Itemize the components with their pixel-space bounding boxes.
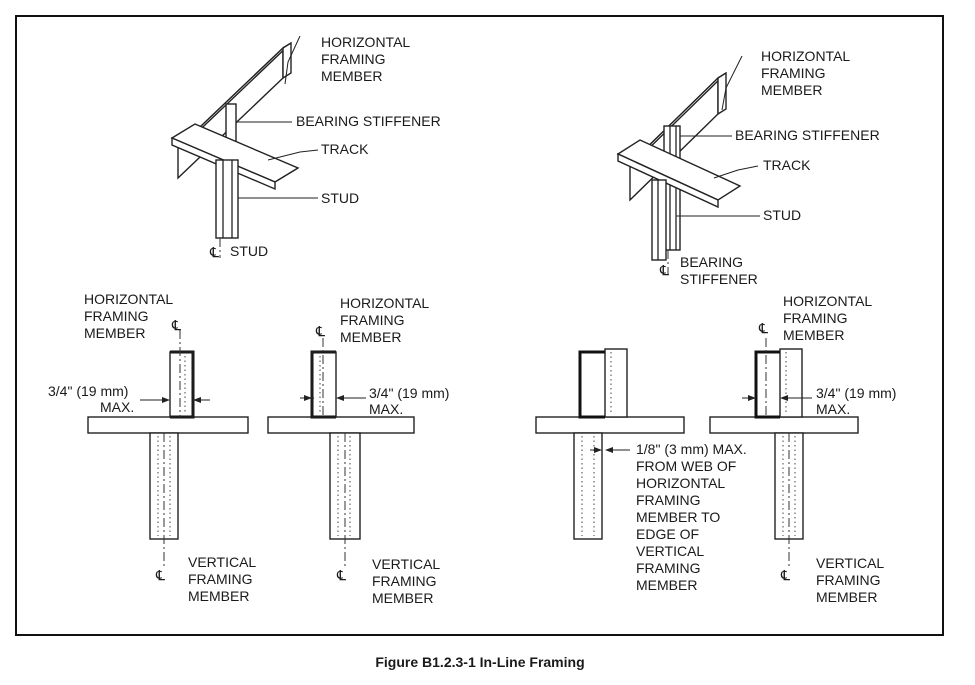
label-dimension-1: 3/4" (19 mm) [369,385,449,401]
label-horizontal-member-3: MEMBER [340,329,401,345]
label-vertical-member-1: VERTICAL [816,555,884,571]
stud-body [215,159,239,239]
section-3-labels: 1/8" (3 mm) MAX. FROM WEB OF HORIZONTAL … [636,441,747,593]
iso-left-labels: HORIZONTAL FRAMING MEMBER BEARING STIFFE… [209,34,441,260]
centerline-symbol: ℄ [155,567,165,583]
section-4-labels: HORIZONTAL FRAMING MEMBER ℄ 3/4" (19 mm)… [758,293,896,605]
iso-right-labels: HORIZONTAL FRAMING MEMBER BEARING STIFFE… [659,48,880,287]
section-3-drawing [535,348,685,540]
figure-frame [15,15,944,636]
label-horizontal-member-3: MEMBER [84,325,145,341]
stud-body [651,179,667,261]
label-stud: STUD [321,190,359,206]
plate [535,416,685,434]
plate [87,416,249,434]
centerline-symbol: ℄ [659,262,669,278]
horizontal-member-end [282,41,292,80]
note-line-9: MEMBER [636,577,697,593]
centerline-symbol: ℄ [171,317,181,333]
label-cl-bearing-stiffener-1: BEARING [680,254,743,270]
label-dimension-2: MAX. [369,401,403,417]
label-horizontal-member-1: HORIZONTAL [761,48,850,64]
horizontal-member-c [310,350,336,419]
horizontal-member-c [170,350,195,419]
label-horizontal-member-3: MEMBER [321,68,382,84]
section-2-drawing [267,338,415,566]
note-line-8: FRAMING [636,560,701,576]
centerline-symbol: ℄ [336,567,346,583]
label-horizontal-member-3: MEMBER [761,82,822,98]
label-dimension-1: 3/4" (19 mm) [816,385,896,401]
label-horizontal-member-1: HORIZONTAL [321,34,410,50]
plate [267,416,415,434]
label-dimension-2: MAX. [100,399,134,415]
horizontal-member-c [578,350,605,419]
stiffener-upright [779,348,803,418]
label-bearing-stiffener: BEARING STIFFENER [735,127,880,143]
label-horizontal-member-2: FRAMING [340,312,405,328]
section-2-labels: HORIZONTAL FRAMING MEMBER ℄ 3/4" (19 mm)… [315,295,449,606]
label-track: TRACK [763,157,811,173]
label-vertical-member-2: FRAMING [816,572,881,588]
note-line-2: FROM WEB OF [636,458,736,474]
iso-left-drawing [170,35,319,258]
centerline-symbol: ℄ [209,244,219,260]
label-horizontal-member-2: FRAMING [321,51,386,67]
label-horizontal-member-3: MEMBER [783,327,844,343]
centerline-symbol: ℄ [758,320,768,336]
label-track: TRACK [321,141,369,157]
label-vertical-member-1: VERTICAL [372,556,440,572]
centerline-symbol: ℄ [315,323,325,339]
label-dimension-2: MAX. [816,401,850,417]
label-horizontal-member-2: FRAMING [84,308,149,324]
horizontal-member-end [717,71,727,116]
plate [709,416,859,434]
track-web [617,152,719,209]
note-line-4: FRAMING [636,492,701,508]
stiffener-upright [604,348,628,418]
label-dimension-1: 3/4" (19 mm) [48,383,128,399]
label-stud: STUD [763,207,801,223]
iso-right-drawing [616,55,760,274]
figure-caption: Figure B1.2.3-1 In-Line Framing [375,654,584,670]
label-vertical-member-3: MEMBER [816,589,877,605]
note-line-7: VERTICAL [636,543,704,559]
label-cl-bearing-stiffener-2: STIFFENER [680,271,758,287]
label-vertical-member-2: FRAMING [372,573,437,589]
section-4-drawing [709,338,859,566]
label-vertical-member-3: MEMBER [372,590,433,606]
label-horizontal-member-2: FRAMING [761,65,826,81]
label-horizontal-member-2: FRAMING [783,310,848,326]
label-horizontal-member-1: HORIZONTAL [84,291,173,307]
note-line-1: 1/8" (3 mm) MAX. [636,441,747,457]
note-line-3: HORIZONTAL [636,475,725,491]
section-1-labels: HORIZONTAL FRAMING MEMBER ℄ 3/4" (19 mm)… [48,291,256,604]
horizontal-member-c [754,350,780,419]
label-cl-stud: STUD [230,243,268,259]
note-line-5: MEMBER TO [636,509,720,525]
label-vertical-member-3: MEMBER [188,588,249,604]
label-horizontal-member-1: HORIZONTAL [783,293,872,309]
centerline-symbol: ℄ [780,567,790,583]
label-vertical-member-2: FRAMING [188,571,253,587]
label-bearing-stiffener: BEARING STIFFENER [296,113,441,129]
vertical-member [573,432,603,540]
section-1-drawing [87,330,249,566]
note-line-6: EDGE OF [636,526,699,542]
label-horizontal-member-1: HORIZONTAL [340,295,429,311]
label-vertical-member-1: VERTICAL [188,554,256,570]
